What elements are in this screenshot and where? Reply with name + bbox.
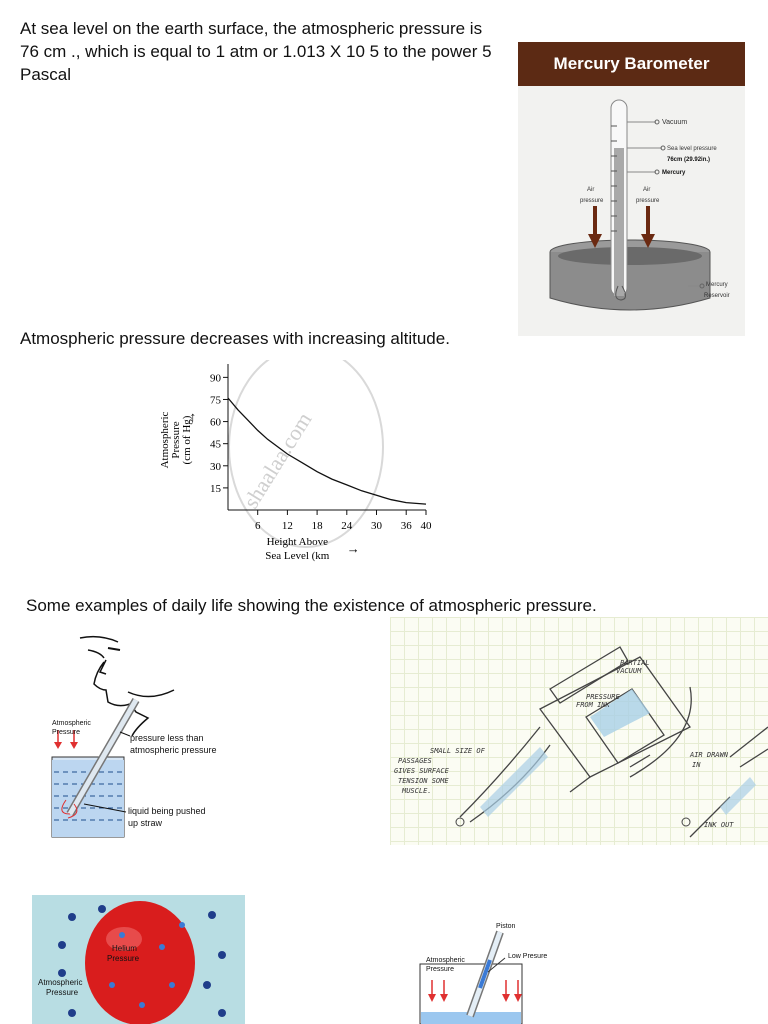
label-reservoir-2: Reservoir	[704, 293, 730, 299]
x-tick-label: 24	[341, 520, 353, 532]
x-tick-label: 6	[255, 520, 261, 532]
y-tick-label: 45	[210, 439, 222, 451]
x-tick-label: 36	[401, 520, 413, 532]
label-sea-level-value: 76cm (29.92in.)	[667, 157, 710, 163]
pen-small: SMALL SIZE OF	[430, 747, 486, 755]
pen-small-3: GIVES SURFACE	[394, 767, 450, 775]
x-tick-label: 12	[282, 520, 293, 532]
syringe-atm-2: Pressure	[426, 966, 454, 973]
y-arrow: →	[183, 411, 198, 424]
altitude-chart: shaalaa.com 15 30 45 60 75 90 6 12 18 24 30 36 40 Atm…	[159, 360, 433, 562]
pen-air-2: IN	[692, 761, 701, 769]
pen-illustration: PARTIAL VACUUM PRESSURE FROM INK SMALL S…	[394, 646, 768, 838]
label-air-right: Air	[643, 187, 650, 193]
altitude-text: Atmospheric pressure decreases with incr…	[20, 329, 450, 348]
label-air-left-2: pressure	[580, 198, 604, 204]
barometer-title: Mercury Barometer	[518, 42, 745, 86]
x-tick-label: 40	[421, 520, 433, 532]
pen-small-2: PASSAGES	[398, 757, 432, 765]
pressure-curve	[227, 397, 427, 505]
barometer-illustration: Vacuum Sea level pressure 76cm (29.92in.…	[549, 99, 730, 311]
label-sea-level: Sea level pressure	[667, 146, 717, 152]
pen-small-4: TENSION SOME	[398, 777, 449, 785]
watermark-text: shaalaa.com	[238, 408, 316, 513]
x-tick-label: 30	[371, 520, 383, 532]
straw-atm-label: Atmospheric	[52, 720, 91, 727]
balloon-atm: Atmospheric	[38, 978, 82, 987]
pen-ink-out: INK OUT	[704, 821, 734, 829]
y-axis-label: Atmospheric	[159, 411, 171, 468]
pen-sketch	[390, 617, 768, 845]
pen-from-ink-2: FROM INK	[576, 701, 611, 709]
straw-illustration: Atmospheric Pressure pressure less than …	[51, 635, 217, 838]
balloon-atm-2: Pressure	[46, 988, 79, 997]
label-mercury: Mercury	[662, 170, 686, 176]
pen-small-5: MUSCLE.	[401, 787, 432, 795]
straw-pushed-label-2: up straw	[128, 818, 163, 828]
y-tick-label: 30	[210, 461, 222, 473]
straw-atm-label-2: Pressure	[52, 729, 80, 736]
straw-less-label-2: atmospheric pressure	[130, 745, 217, 755]
examples-text: Some examples of daily life showing the …	[26, 596, 597, 615]
syringe-atm: Atmospheric	[426, 957, 465, 964]
syringe-low: Low Presure	[508, 953, 547, 960]
balloon-drawing: Helium Pressure Atmospheric Pressure	[38, 901, 226, 1024]
label-air-left: Air	[587, 187, 594, 193]
y-tick-label: 90	[210, 372, 222, 384]
pen-partial: PARTIAL	[620, 659, 650, 667]
y-axis-label: Pressure	[170, 421, 182, 458]
y-tick-label: 75	[210, 394, 222, 406]
straw-pushed-label: liquid being pushed	[128, 806, 206, 816]
y-axis-label: (cm of Hg)	[181, 415, 193, 464]
label-reservoir: Mercury	[706, 282, 728, 288]
syringe-piston: Piston	[496, 923, 516, 930]
label-vacuum: Vacuum	[662, 119, 687, 126]
intro-text: At sea level on the earth surface, the a…	[20, 19, 492, 84]
pen-from-ink: PRESSURE	[586, 693, 621, 701]
pen-air: AIR DRAWN	[689, 751, 729, 759]
balloon-helium-2: Pressure	[107, 954, 140, 963]
x-arrow: →	[347, 541, 360, 556]
y-tick-label: 15	[210, 483, 222, 495]
pen-partial-2: VACUUM	[616, 667, 642, 675]
syringe-illustration: Piston Low Presure Atmospheric Pressure	[419, 923, 547, 1024]
x-axis-label: Sea Level (km	[265, 550, 330, 562]
label-air-right-2: pressure	[636, 198, 660, 204]
y-tick-label: 60	[210, 417, 222, 429]
watermark-seal	[228, 360, 384, 548]
x-axis-label: Height Above	[267, 536, 329, 548]
balloon-helium: Helium	[112, 944, 137, 953]
x-tick-label: 18	[312, 520, 324, 532]
straw-less-label: pressure less than	[130, 733, 204, 743]
